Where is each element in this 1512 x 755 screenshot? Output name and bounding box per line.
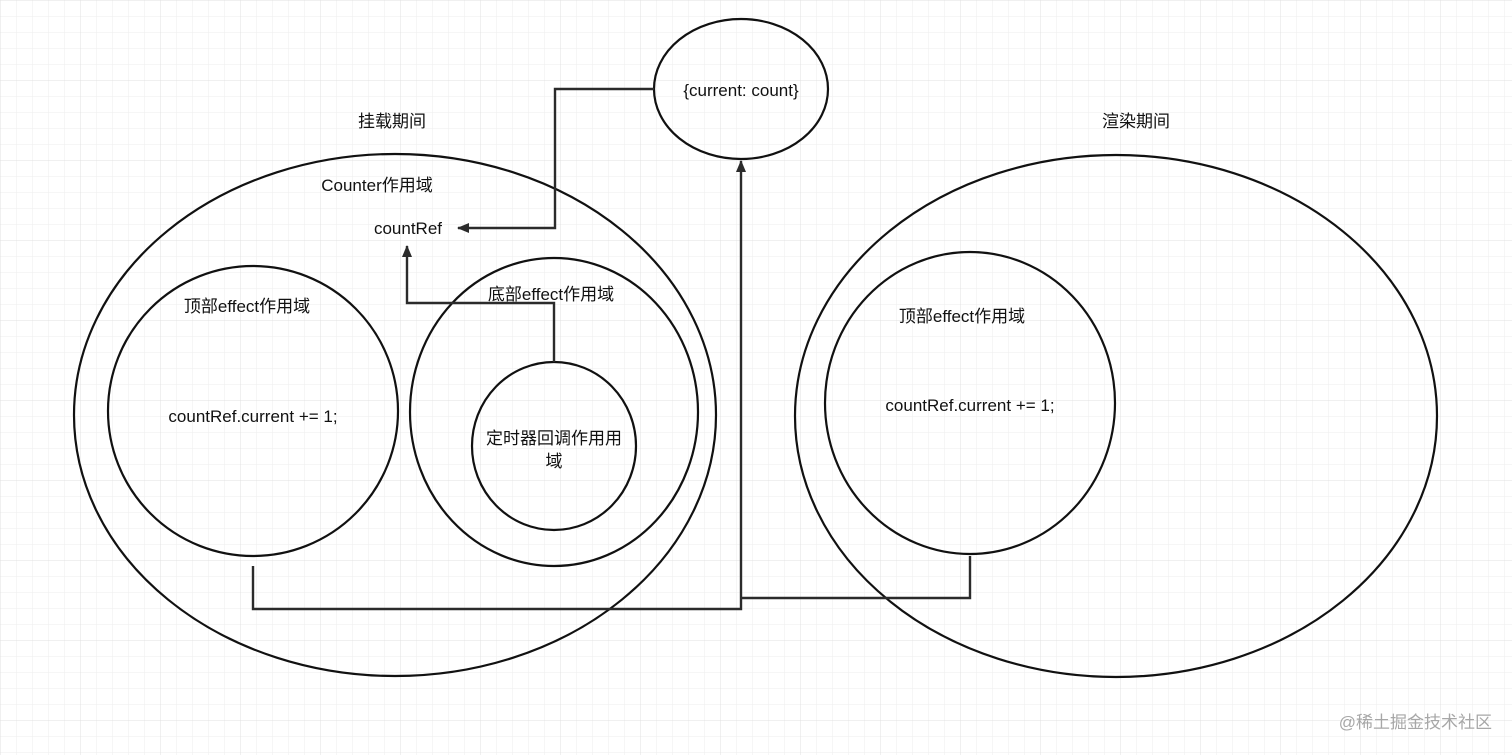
render-phase-ellipse <box>793 153 1439 679</box>
render-phase-label: 渲染期间 <box>1102 112 1170 131</box>
watermark: @稀土掘金技术社区 <box>1339 713 1492 732</box>
ref-object-to-countref-arrow <box>457 87 654 233</box>
top-effect-to-ref-object-arrow <box>251 160 746 611</box>
top-effect-scope-label: 顶部effect作用域 <box>184 297 310 316</box>
render-increment-code: countRef.current += 1; <box>885 396 1054 415</box>
mount-phase-label: 挂载期间 <box>358 112 426 131</box>
mount-phase-ellipse <box>72 152 718 678</box>
timer-to-countref-arrow <box>402 245 556 362</box>
bottom-effect-scope-circle <box>408 256 700 568</box>
top-effect-scope-circle <box>106 264 400 558</box>
render-effect-to-ref-object-connector <box>741 556 972 600</box>
timer-callback-scope-label-line1: 定时器回调作用用 <box>486 429 622 448</box>
timer-callback-scope-label-line2: 域 <box>546 452 563 471</box>
bottom-effect-scope-label: 底部effect作用域 <box>488 285 614 304</box>
render-top-effect-scope-label: 顶部effect作用域 <box>899 307 1025 326</box>
mount-increment-code: countRef.current += 1; <box>168 407 337 426</box>
render-top-effect-scope-circle <box>823 250 1117 556</box>
counter-scope-label: Counter作用域 <box>321 176 432 195</box>
countref-label: countRef <box>374 219 442 238</box>
ref-object-label: {current: count} <box>683 81 799 100</box>
